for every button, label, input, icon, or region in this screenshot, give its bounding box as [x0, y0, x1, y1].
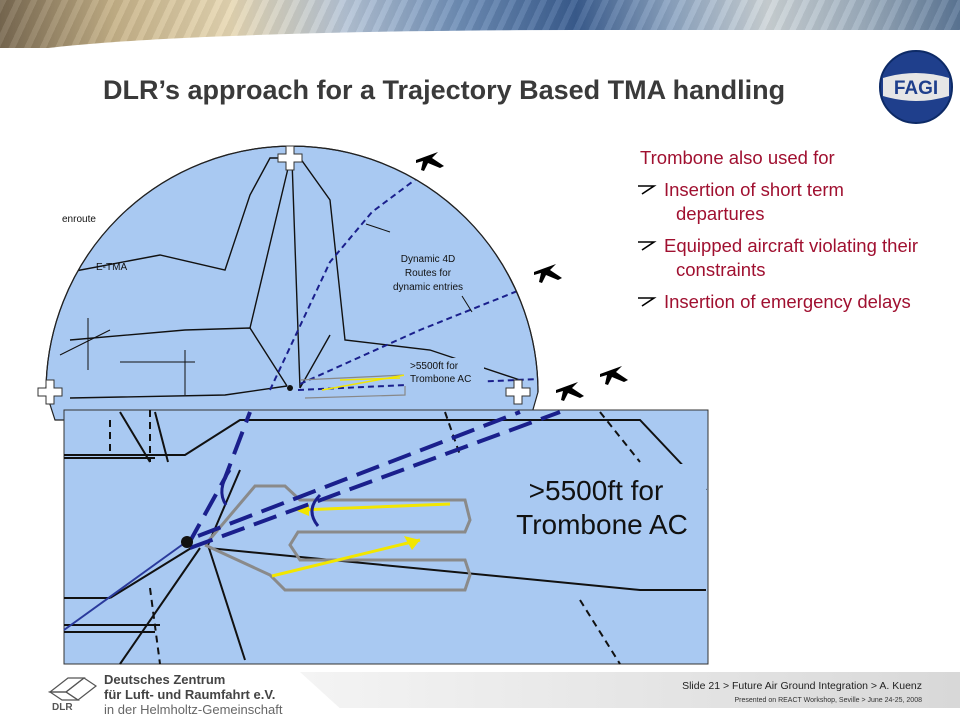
- list-item-text: Insertion of emergency delays: [664, 291, 911, 312]
- tma-diagram: enroute E-TMA Dynamic 4D Routes for dyna…: [37, 145, 709, 665]
- list-item: Equipped aircraft violating their constr…: [636, 234, 936, 282]
- enroute-label: enroute: [62, 214, 96, 225]
- arrow-bullet-icon: [638, 185, 657, 195]
- small-callout-1: >5500ft for: [410, 361, 459, 372]
- waypoint-cross-left: [37, 379, 63, 405]
- list-item-text: Equipped aircraft violating their constr…: [664, 235, 919, 280]
- zoom-callout-1: >5500ft for: [529, 475, 664, 506]
- dlr-organization: Deutsches Zentrum für Luft- und Raumfahr…: [104, 672, 282, 717]
- list-item: Insertion of emergency delays: [636, 290, 936, 314]
- small-callout-2: Trombone AC: [410, 374, 471, 385]
- list-item-text: Insertion of short term departures: [664, 179, 844, 224]
- zoom-callout-2: Trombone AC: [516, 509, 688, 540]
- list-item: Insertion of short term departures: [636, 178, 936, 226]
- dlr-mark-text: DLR: [52, 702, 73, 712]
- etma-label: E-TMA: [96, 262, 127, 273]
- arrow-bullet-icon: [638, 297, 657, 307]
- presented-info: Presented on REACT Workshop, Seville > J…: [734, 697, 923, 704]
- dynamic-routes-label-1: Dynamic 4D: [401, 254, 455, 265]
- aircraft-icon: [600, 366, 628, 385]
- org-line-1: Deutsches Zentrum: [104, 672, 226, 687]
- waypoint-cross-top: [277, 145, 303, 171]
- aircraft-icon: [534, 264, 562, 283]
- org-line-3: in der Helmholtz-Gemeinschaft: [104, 702, 283, 717]
- dynamic-routes-label-2: Routes for: [405, 268, 452, 279]
- aircraft-icons: [416, 152, 628, 401]
- aircraft-icon: [416, 152, 444, 171]
- slide-title: DLR’s approach for a Trajectory Based TM…: [103, 75, 786, 105]
- waypoint-cross-right: [505, 379, 531, 405]
- yellow-arrowhead: [404, 536, 420, 550]
- airport-node: [181, 536, 193, 548]
- slide-info: Slide 21 > Future Air Ground Integration…: [682, 680, 922, 692]
- aircraft-icon: [556, 382, 584, 401]
- panel-heading: Trombone also used for: [640, 147, 835, 168]
- arrow-bullet-icon: [638, 241, 657, 251]
- dynamic-routes-label-3: dynamic entries: [393, 282, 463, 293]
- footer-gradient-bar: [300, 672, 960, 708]
- trombone-uses-panel: Trombone also used for Insertion of shor…: [636, 146, 936, 322]
- dlr-logo: DLR: [48, 677, 98, 712]
- org-line-2: für Luft- und Raumfahrt e.V.: [104, 687, 276, 702]
- fagi-logo: FAGI: [879, 50, 953, 124]
- logo-text: FAGI: [894, 78, 938, 99]
